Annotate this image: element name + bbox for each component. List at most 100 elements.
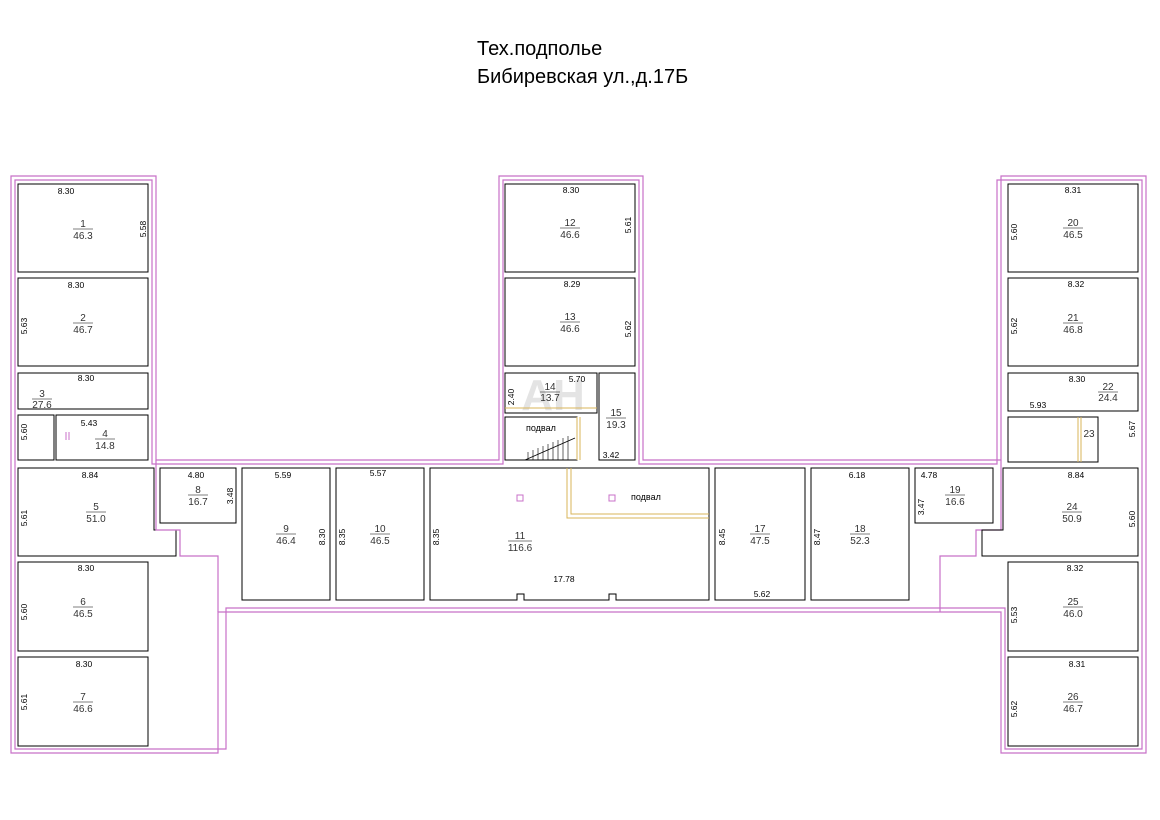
room-10	[335, 467, 425, 601]
room-1	[17, 183, 149, 273]
room-area: 13.7	[540, 393, 560, 404]
building-outline	[10, 175, 1147, 754]
dimension: 5.67	[1127, 420, 1137, 437]
dimension: 8.45	[717, 528, 727, 545]
room-area: 46.5	[73, 609, 93, 620]
room-8	[159, 467, 237, 524]
room-6	[17, 561, 149, 652]
room-area: 46.5	[1063, 230, 1083, 241]
corridor-left-outline	[155, 460, 219, 612]
room-number: 17	[754, 524, 766, 535]
dimension-labels: 8.30 5.58 8.30 5.63 8.30 5.60 5.43 8.84 …	[19, 185, 1137, 717]
room-number: 23	[1083, 429, 1095, 440]
dimension: 8.35	[431, 528, 441, 545]
room-4	[55, 414, 149, 461]
dimension: 8.30	[58, 186, 75, 196]
room-number: 1	[80, 219, 86, 230]
room-area: 50.9	[1062, 514, 1082, 525]
dimension: 5.62	[1009, 317, 1019, 334]
room-area: 116.6	[508, 543, 533, 554]
room-11	[429, 467, 710, 601]
room-number: 4	[102, 429, 108, 440]
dimension: 5.60	[1127, 510, 1137, 527]
room-21	[1007, 277, 1139, 367]
room-number: 14	[544, 382, 556, 393]
room-number: 15	[610, 408, 622, 419]
room-area: 46.3	[73, 231, 93, 242]
column-mark	[608, 494, 616, 502]
basement-label: подвал	[526, 423, 556, 433]
room-area: 46.4	[276, 536, 296, 547]
basement-boundary	[566, 468, 709, 519]
room-number: 7	[80, 692, 86, 703]
room-number: 20	[1067, 218, 1079, 229]
room-area: 19.3	[606, 420, 626, 431]
room-area: 51.0	[86, 514, 106, 525]
dimension: 8.35	[337, 528, 347, 545]
room-4-side	[17, 414, 55, 461]
room-area: 46.6	[560, 324, 580, 335]
room-area: 14.8	[95, 441, 115, 452]
dimension: 8.30	[68, 280, 85, 290]
dimension: 5.61	[19, 509, 29, 526]
room-13	[504, 277, 636, 367]
room-area: 46.7	[73, 325, 93, 336]
room-number: 10	[374, 524, 386, 535]
dimension: 4.78	[921, 470, 938, 480]
plan-title: Тех.подполье	[477, 38, 603, 60]
room-number: 22	[1102, 382, 1114, 393]
column-mark	[516, 494, 524, 502]
dimension: 4.80	[188, 470, 205, 480]
room-19	[914, 467, 994, 524]
room-number: 6	[80, 597, 86, 608]
dimension: 3.48	[225, 487, 235, 504]
dimension: 5.70	[569, 374, 586, 384]
dimension: 5.62	[754, 589, 771, 599]
dimension: 8.47	[812, 528, 822, 545]
dimension: 5.53	[1009, 606, 1019, 623]
room-area: 46.6	[73, 704, 93, 715]
plan-address: Бибиревская ул.,д.17Б	[477, 66, 689, 88]
dimension: 8.29	[564, 279, 581, 289]
room-area: 46.8	[1063, 325, 1083, 336]
dimension: 3.42	[603, 450, 620, 460]
room-number: 9	[283, 524, 289, 535]
room-number: 24	[1066, 502, 1078, 513]
dimension: 17.78	[553, 574, 575, 584]
room-area: 46.6	[560, 230, 580, 241]
stair-steps	[527, 436, 569, 460]
room-2	[17, 277, 149, 367]
room-number: 13	[564, 312, 576, 323]
stair-flight	[524, 437, 576, 461]
dimension: 5.61	[19, 693, 29, 710]
room-14	[504, 372, 598, 414]
room-area: 47.5	[750, 536, 770, 547]
dimension: 5.59	[275, 470, 292, 480]
room-22	[1007, 372, 1139, 412]
room-18	[810, 467, 910, 601]
room-area: 46.5	[370, 536, 390, 547]
room-17	[714, 467, 806, 601]
dimension: 5.61	[623, 216, 633, 233]
dimension: 6.18	[849, 470, 866, 480]
room-number: 19	[949, 485, 961, 496]
dimension: 5.60	[19, 423, 29, 440]
room-25	[1007, 561, 1139, 652]
stair-yellow	[505, 407, 597, 460]
dimension: 8.31	[1065, 185, 1082, 195]
room-number: 25	[1067, 597, 1079, 608]
room-number: 2	[80, 313, 86, 324]
watermark-logo: АН	[521, 371, 585, 420]
dimension: 5.93	[1030, 400, 1047, 410]
basement-boundary	[570, 468, 709, 515]
room-9	[241, 467, 331, 601]
dimension: 2.40	[506, 388, 516, 405]
dimension: 3.47	[916, 498, 926, 515]
room-number: 11	[515, 531, 526, 542]
dimension: 5.62	[623, 320, 633, 337]
room-12	[504, 183, 636, 273]
corridor-right-outline	[939, 460, 1002, 612]
dimension: 8.84	[1068, 470, 1085, 480]
room-23-yellow	[1077, 417, 1082, 462]
